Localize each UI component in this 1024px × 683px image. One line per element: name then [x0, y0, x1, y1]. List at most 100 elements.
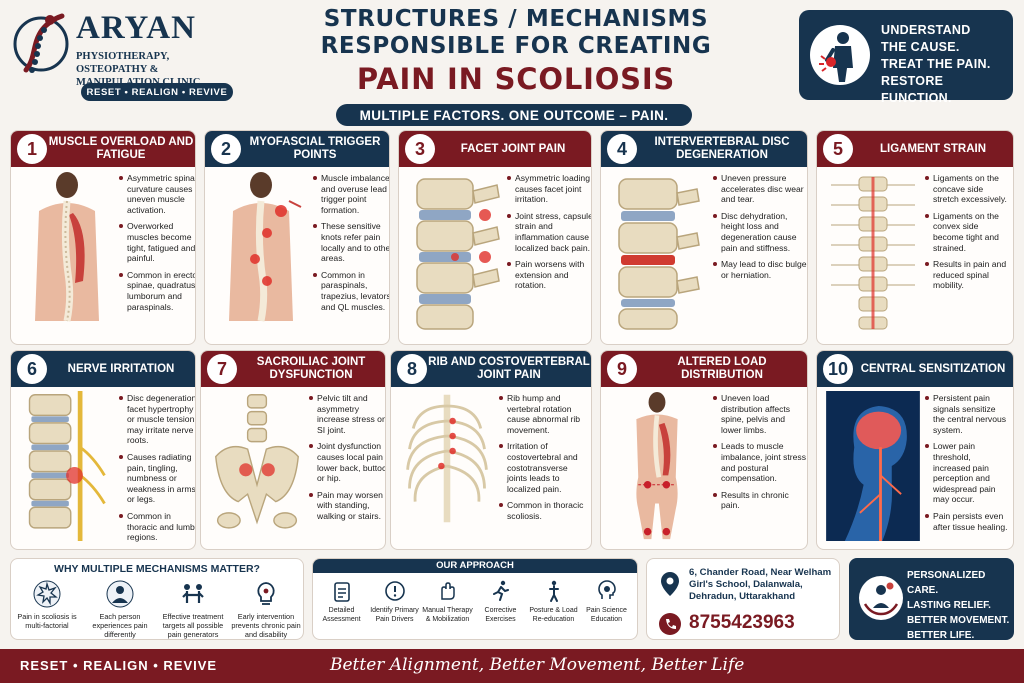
card-point: Overworked muscles become tight, fatigue…	[119, 221, 195, 263]
card-title: RIB AND COSTOVERTEBRAL JOINT PAIN	[428, 356, 590, 381]
card-points: Pelvic tilt and asymmetry increase stres…	[309, 393, 385, 528]
disc-degeneration-illustration	[618, 178, 700, 330]
vertebrae-facet-illustration	[416, 178, 500, 330]
card-point: Pain worsens with extension and rotation…	[507, 259, 591, 291]
why-item: Effective treatment targets all possible…	[157, 579, 229, 639]
card-point: Ligaments on the concave side stretch ex…	[925, 173, 1007, 205]
card-number: 4	[607, 134, 637, 164]
card-point: Disc degeneration, facet hypertrophy or …	[119, 393, 195, 446]
card-point: Rib hump and vertebral rotation cause ab…	[499, 393, 589, 435]
card-title: MUSCLE OVERLOAD AND FATIGUE	[48, 136, 194, 161]
approach-item: Corrective Exercises	[474, 579, 527, 624]
footer-motto: RESET • REALIGN • REVIVE	[20, 658, 218, 673]
card-point: Common in thoracic scoliosis.	[499, 500, 589, 521]
card-number: 7	[207, 354, 237, 384]
card-point: Pain may worsen with standing, walking o…	[309, 490, 385, 522]
brain-head-icon	[597, 580, 616, 599]
cause-line-3: TREAT THE PAIN.	[881, 57, 991, 71]
card-title: ALTERED LOAD DISTRIBUTION	[677, 356, 767, 381]
card-point: Joint dysfunction causes local pain in l…	[309, 441, 385, 483]
title-line-3: PAIN IN SCOLIOSIS	[356, 62, 676, 96]
cause-line-2: THE CAUSE.	[881, 40, 960, 54]
why-item: Each person experiences pain differently	[84, 579, 156, 639]
why-title: WHY MULTIPLE MECHANISMS MATTER?	[54, 563, 260, 575]
cause-line-1: UNDERSTAND	[881, 23, 971, 37]
care-line-4: BETTER LIFE.	[907, 630, 975, 641]
approach-item-text: Manual Therapy & Mobilization	[422, 607, 473, 623]
phone-number[interactable]: 8755423963	[689, 612, 795, 633]
card-point: Asymmetric spinal curvature causes uneve…	[119, 173, 195, 215]
card-title: SACROILIAC JOINT DYSFUNCTION	[256, 356, 366, 381]
trigger-point-illustration	[229, 172, 302, 322]
clinic-address: 6, Chander Road, Near Welham Girl's Scho…	[689, 567, 832, 602]
card-header: 7 SACROILIAC JOINT DYSFUNCTION	[201, 351, 385, 387]
card-point: Asymmetric loading causes facet joint ir…	[507, 173, 591, 205]
card-point: Irritation of costovertebral and costotr…	[499, 441, 589, 494]
card-title: INTERVERTEBRAL DISC DEGENERATION	[654, 136, 790, 161]
card-points: Uneven load distribution affects spine, …	[713, 393, 807, 517]
care-text: PERSONALIZED CARE. LASTING RELIEF. BETTE…	[907, 568, 1014, 643]
card-points: Disc degeneration, facet hypertrophy or …	[119, 393, 195, 549]
card-point: May lead to disc bulge or herniation.	[713, 259, 807, 280]
why-item-text: Pain in scoliosis is multi-factorial	[17, 612, 77, 630]
approach-item: Pain Science Education	[580, 579, 633, 624]
why-item-text: Early intervention prevents chronic pain…	[231, 612, 301, 639]
approach-item: Detailed Assessment	[315, 579, 368, 624]
card-point: Common in paraspinals, trapezius, levato…	[313, 270, 389, 312]
cause-text: UNDERSTAND THE CAUSE. TREAT THE PAIN. RE…	[881, 22, 1013, 107]
header: ARYAN PHYSIOTHERAPY, OSTEOPATHY & MANIPU…	[0, 0, 1024, 128]
back-pain-person-icon	[810, 25, 870, 85]
why-item: Early intervention prevents chronic pain…	[230, 579, 302, 639]
why-item: Pain in scoliosis is multi-factorial	[11, 579, 83, 630]
clipboard-icon	[333, 582, 350, 602]
card-point: Uneven load distribution affects spine, …	[713, 393, 807, 435]
card-point: Causes radiating pain, tingling, numbnes…	[119, 452, 195, 505]
why-panel: WHY MULTIPLE MECHANISMS MATTER? Pain in …	[10, 558, 304, 640]
footer-slogan: Better Alignment, Better Movement, Bette…	[330, 655, 745, 675]
care-line-3: BETTER MOVEMENT.	[907, 615, 1010, 626]
person-icon	[106, 580, 134, 608]
approach-item-text: Detailed Assessment	[322, 607, 361, 623]
phone-icon	[659, 613, 681, 635]
card-sacroiliac-joint: 7 SACROILIAC JOINT DYSFUNCTION Pelvic til…	[200, 350, 386, 550]
why-item-text: Each person experiences pain differently	[92, 612, 148, 639]
pelvis-si-joint-illustration	[215, 394, 299, 529]
posture-load-illustration	[636, 391, 678, 540]
clinic-subtitle: PHYSIOTHERAPY, OSTEOPATHY & MANIPULATION…	[76, 51, 200, 88]
cause-box: UNDERSTAND THE CAUSE. TREAT THE PAIN. RE…	[799, 10, 1013, 105]
approach-item-text: Identify Primary Pain Drivers	[370, 607, 419, 623]
card-number: 3	[405, 134, 435, 164]
card-point: Leads to muscle imbalance, joint stress …	[713, 441, 807, 483]
card-title: MYOFASCIAL TRIGGER POINTS	[249, 136, 381, 161]
running-person-icon	[492, 580, 509, 601]
card-number: 2	[211, 134, 241, 164]
card-point: Lower pain threshold, increased pain per…	[925, 441, 1009, 505]
footer-bar: RESET • REALIGN • REVIVE Better Alignmen…	[0, 649, 1024, 683]
card-points: Rib hump and vertebral rotation cause ab…	[499, 393, 589, 528]
approach-item-text: Pain Science Education	[586, 607, 627, 623]
card-point: Pelvic tilt and asymmetry increase stres…	[309, 393, 385, 435]
card-header: 2 MYOFASCIAL TRIGGER POINTS	[205, 131, 389, 167]
tagline-banner: MULTIPLE FACTORS. ONE OUTCOME – PAIN.	[336, 104, 692, 126]
clinic-logo: ARYAN PHYSIOTHERAPY, OSTEOPATHY & MANIPU…	[12, 8, 233, 101]
card-points: Uneven pressure accelerates disc wear an…	[713, 173, 807, 286]
card-points: Asymmetric spinal curvature causes uneve…	[119, 173, 195, 318]
card-point: Disc dehydration, height loss and degene…	[713, 211, 807, 253]
card-point: Muscle imbalance and overuse lead to tri…	[313, 173, 389, 215]
card-point: Uneven pressure accelerates disc wear an…	[713, 173, 807, 205]
approach-title: OUR APPROACH	[313, 559, 637, 573]
card-title: NERVE IRRITATION	[67, 362, 175, 375]
card-title: LIGAMENT STRAIN	[879, 142, 987, 155]
card-points: Persistent pain signals sensitize the ce…	[925, 393, 1009, 538]
card-point: Common in thoracic and lumbar regions.	[119, 511, 195, 543]
card-header: 4 INTERVERTEBRAL DISC DEGENERATION	[601, 131, 807, 167]
clinic-motto-pill: RESET • REALIGN • REVIVE	[81, 83, 233, 101]
